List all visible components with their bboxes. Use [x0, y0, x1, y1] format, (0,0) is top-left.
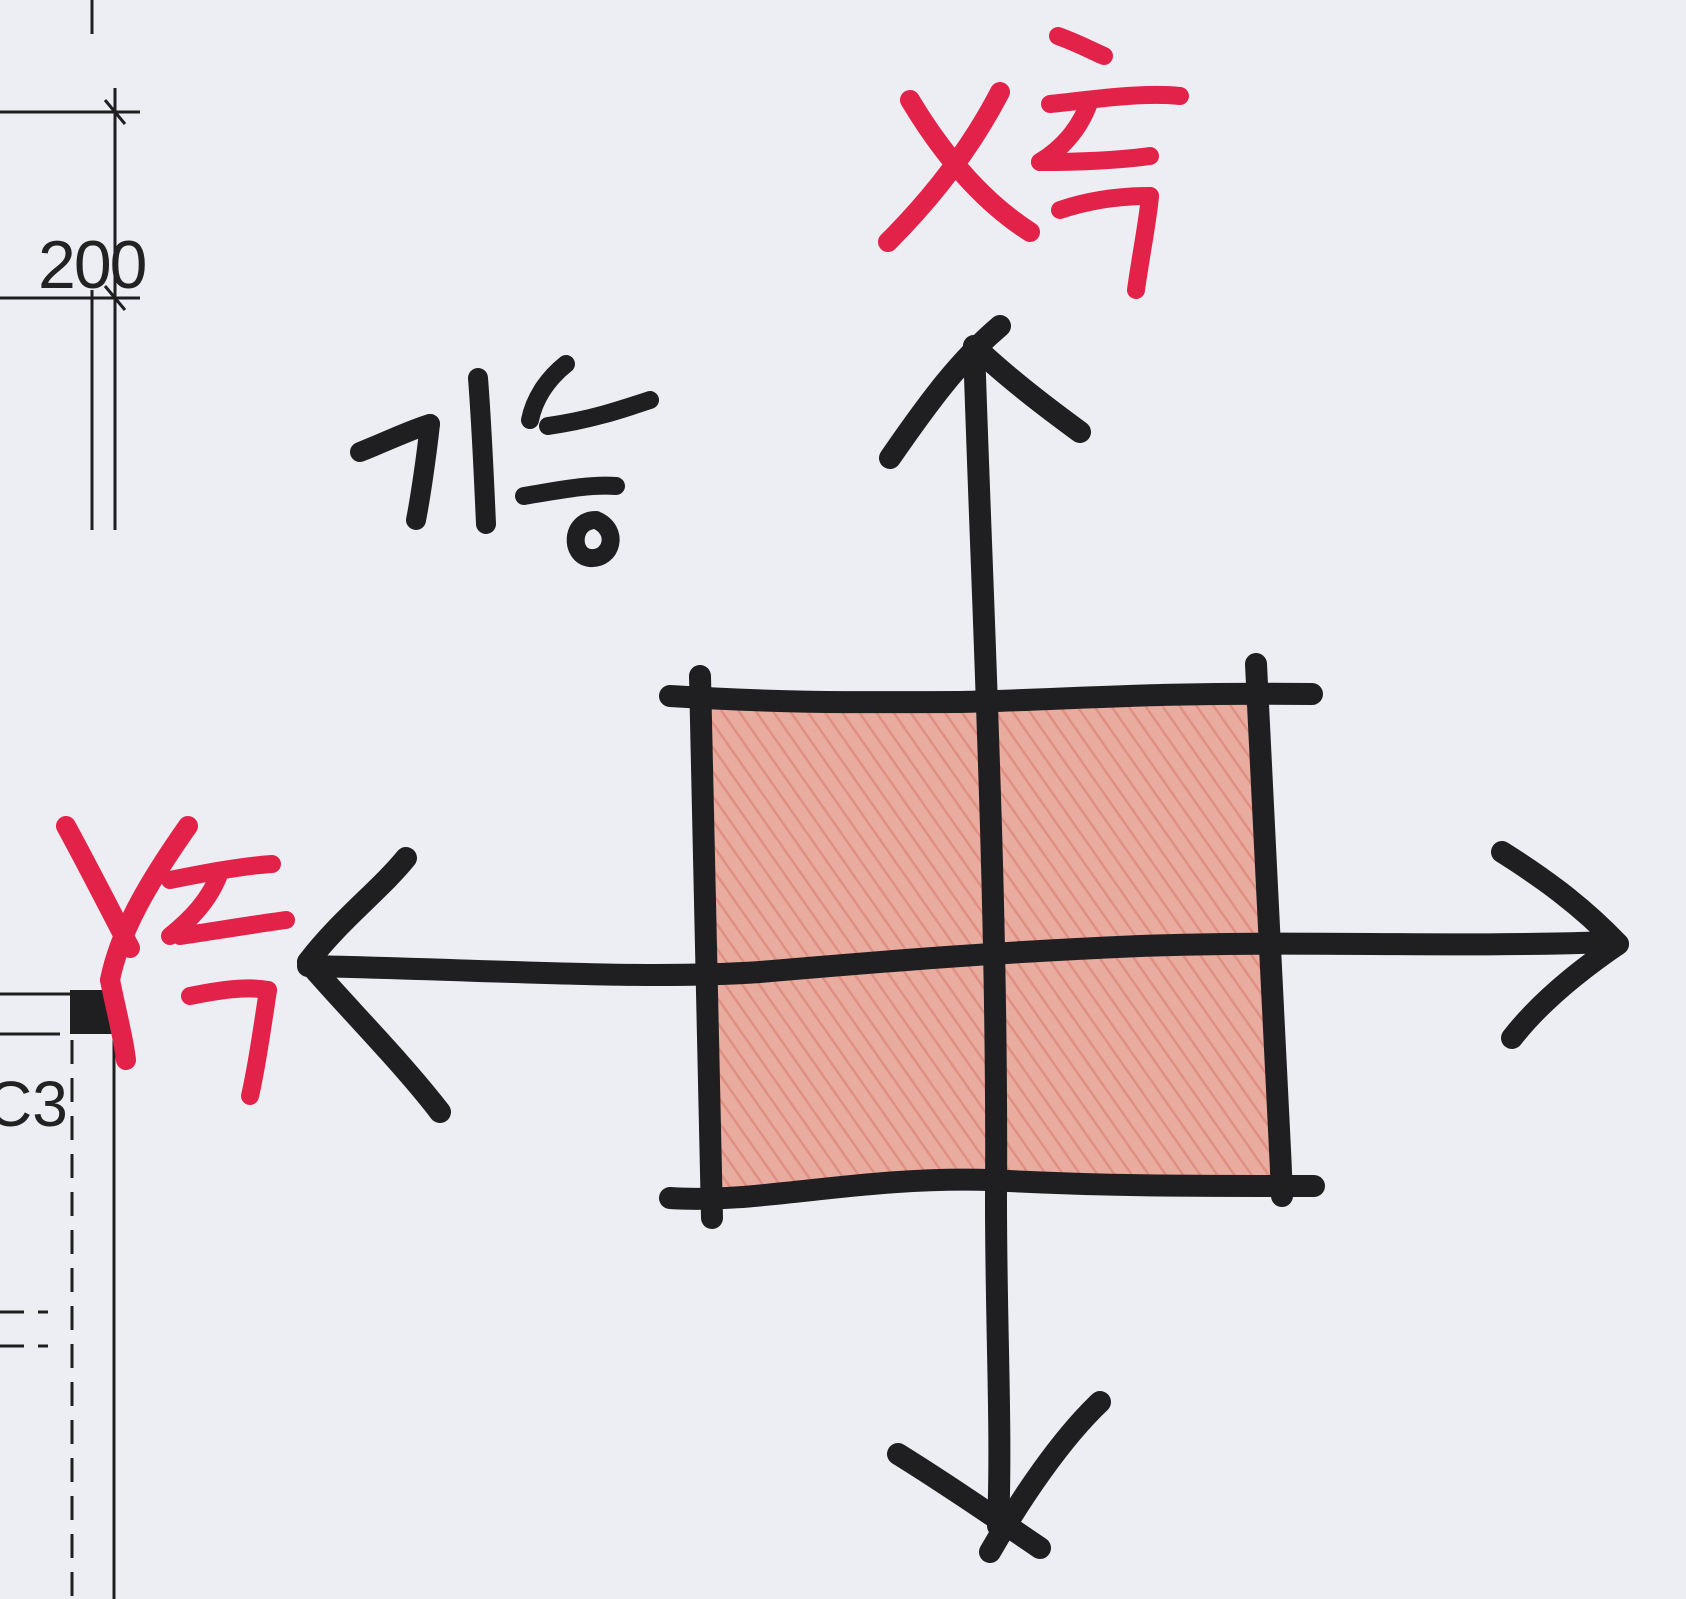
axes: [297, 315, 1629, 1563]
label-top-char-stroke-1: [1049, 27, 1113, 65]
arrow-right-upper-stroke: [1491, 841, 1629, 955]
arrow-up-right-stroke: [963, 335, 1091, 443]
handwritten-top-label: [878, 27, 1189, 299]
label-top-x-stroke-1: [900, 90, 1040, 242]
label-top-char-stroke-6: [1127, 187, 1159, 299]
label-ref-stroke-4: [521, 355, 575, 429]
arrow-down-left-stroke: [887, 1443, 1051, 1559]
label-left-char-stroke-3: [171, 911, 295, 945]
arrow-up-left-stroke: [879, 315, 1011, 469]
dimension-value: 200: [38, 227, 146, 303]
label-top-char-stroke-2: [1041, 85, 1189, 113]
label-left-y-stroke-3: [100, 970, 136, 1070]
handwritten-reference-label: [350, 355, 659, 567]
vertical-axis-line: [963, 335, 1011, 1537]
label-top-char-stroke-5: [1051, 187, 1159, 219]
dimension-tick-upper: [103, 99, 127, 125]
label-top-x-stroke-2: [878, 82, 1010, 252]
column-right-edge: [1245, 653, 1293, 1207]
label-ref-stroke-2: [406, 414, 440, 530]
column-label: C3: [0, 1068, 68, 1140]
label-left-char-stroke-5: [241, 981, 277, 1105]
horizontal-axis-line: [297, 931, 1625, 987]
label-ref-stroke-5: [539, 391, 659, 435]
label-top-char-stroke-4: [1031, 147, 1159, 171]
column-top-edge: [659, 682, 1323, 714]
handwritten-left-label: [56, 816, 295, 1105]
label-ref-stroke-3: [468, 368, 496, 534]
label-left-char-stroke-4: [181, 979, 277, 1005]
column-left-edge: [689, 665, 723, 1229]
arrow-right-lower-stroke: [1501, 933, 1629, 1049]
label-ref-stroke-6: [515, 476, 625, 505]
label-left-y-stroke-2: [100, 816, 198, 990]
arrow-down-right-stroke: [979, 1391, 1111, 1563]
printed-drawing-fragment: 200 C3: [0, 0, 148, 1599]
dimension-tick-lower: [103, 285, 127, 311]
label-ref-stroke-7: [566, 511, 620, 567]
arrow-left-upper-stroke: [297, 847, 417, 973]
arrow-left-lower-stroke: [297, 951, 451, 1123]
